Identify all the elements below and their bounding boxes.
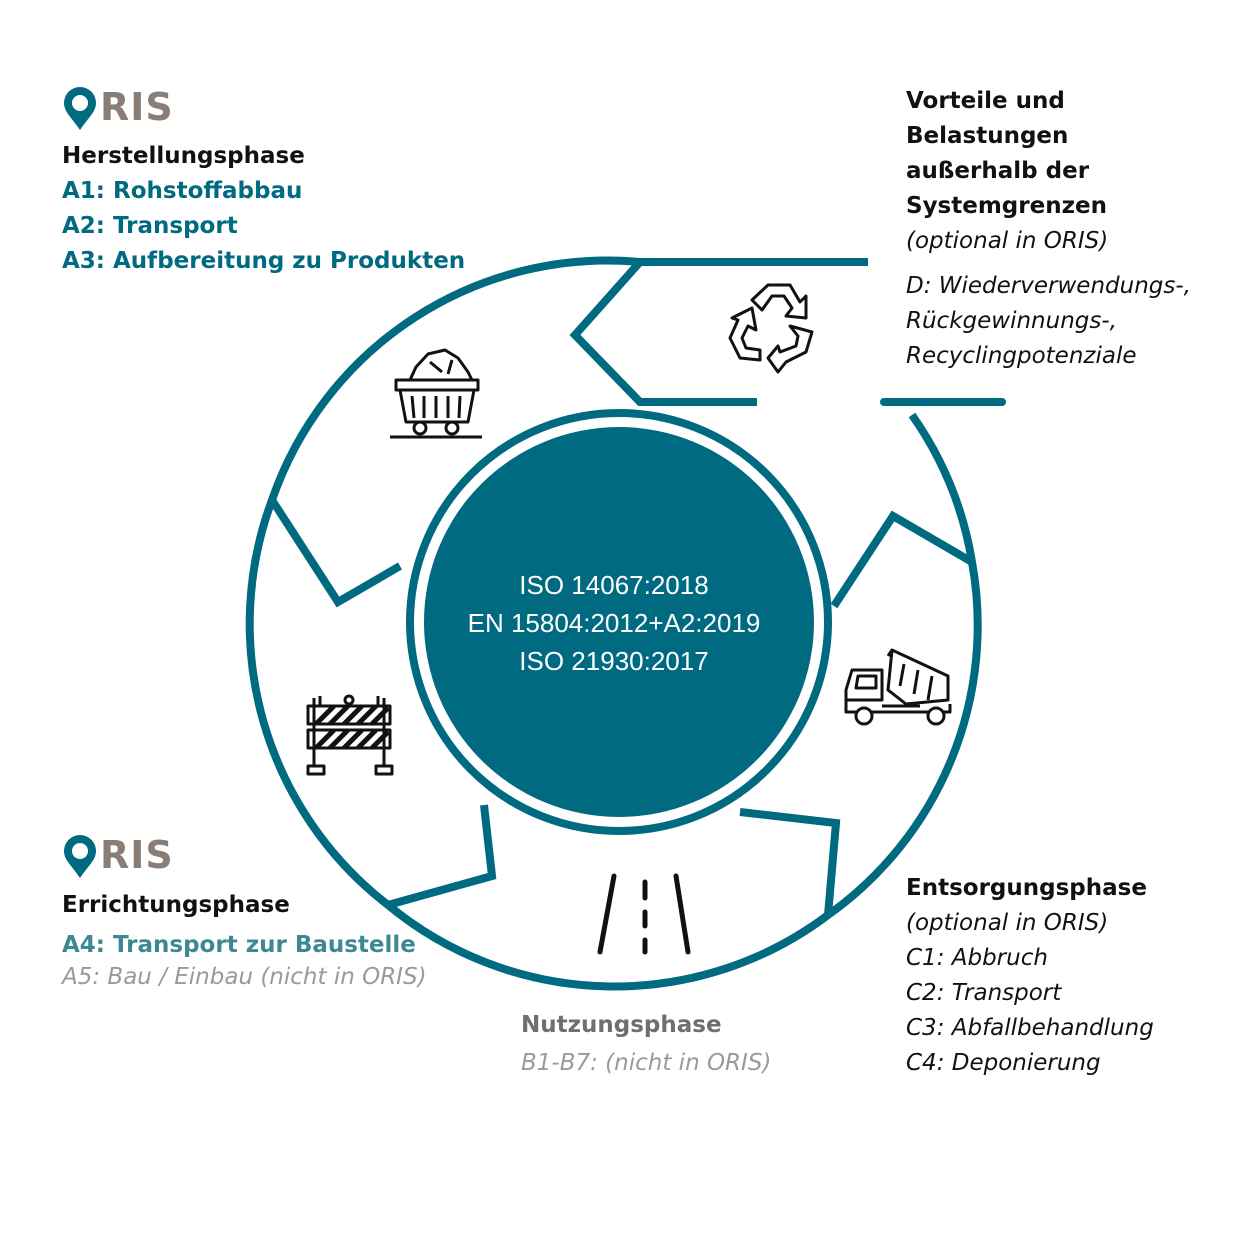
entsorgung-item-c3: C3: Abfallbehandlung [906, 1015, 1154, 1041]
errichtung-title: Errichtungsphase [62, 892, 290, 918]
logo-text: RIS [100, 833, 174, 877]
entsorgung-block: Entsorgungsphase (optional in ORIS) C1: … [906, 871, 1154, 1081]
ring-chevron-left [268, 497, 403, 608]
vorteile-d-3: Recyclingpotenziale [906, 343, 1137, 369]
ring-segment-lower-right [825, 561, 982, 919]
ring-chevron-bottom-right [739, 808, 841, 916]
road-icon [597, 873, 691, 955]
herstellung-block: Herstellungsphase A1: Rohstoffabbau A2: … [62, 139, 465, 279]
ring-chevron-bottom-left [386, 804, 497, 909]
herstellung-item-a2: A2: Transport [62, 213, 238, 239]
entsorgung-item-c4: C4: Deponierung [906, 1050, 1101, 1076]
vorteile-title-1: Vorteile und [906, 88, 1065, 114]
errichtung-a4: A4: Transport zur Baustelle [62, 932, 416, 958]
vorteile-title-4: Systemgrenzen [906, 193, 1107, 219]
oris-logo-top: RIS [64, 85, 174, 130]
mine-cart-icon [390, 348, 482, 439]
logo-text: RIS [100, 85, 174, 129]
herstellung-title: Herstellungsphase [62, 143, 305, 169]
ring-chevron-right [830, 510, 975, 609]
vorteile-d-2: Rückgewinnungs-, [906, 308, 1117, 334]
vorteile-title-3: außerhalb der [906, 158, 1090, 184]
entsorgung-title: Entsorgungsphase [906, 875, 1147, 901]
center-line-1: ISO 14067:2018 [519, 570, 708, 600]
herstellung-item-a1: A1: Rohstoffabbau [62, 178, 303, 204]
inner-ring [406, 409, 832, 835]
entsorgung-item-c2: C2: Transport [906, 980, 1062, 1006]
errichtung-a5: A5: Bau / Einbau (nicht in ORIS) [62, 964, 427, 990]
nutzung-sub: B1-B7: (nicht in ORIS) [521, 1050, 772, 1076]
oris-logo-bottom: RIS [64, 833, 174, 878]
ring-chevron-top [569, 259, 757, 406]
ring-segment-right [908, 412, 976, 563]
herstellung-item-a3: A3: Aufbereitung zu Produkten [62, 248, 466, 274]
entsorgung-optional: (optional in ORIS) [906, 910, 1109, 936]
center-circle [424, 427, 814, 817]
vorteile-optional: (optional in ORIS) [906, 228, 1109, 254]
nutzung-title: Nutzungsphase [521, 1012, 722, 1038]
dump-truck-icon [844, 648, 952, 726]
ring-segment-left [245, 498, 391, 909]
center-line-3: ISO 21930:2017 [519, 646, 708, 676]
ring-segment-top-left [268, 256, 868, 502]
entsorgung-item-c1: C1: Abbruch [906, 945, 1048, 971]
center-line-2: EN 15804:2012+A2:2019 [468, 608, 761, 638]
vorteile-title-2: Belastungen [906, 123, 1069, 149]
errichtung-block: Errichtungsphase A4: Transport zur Baust… [62, 888, 427, 995]
barrier-icon [306, 694, 394, 776]
ring-segment-bottom [385, 901, 831, 991]
nutzung-block: Nutzungsphase B1-B7: (nicht in ORIS) [521, 1008, 771, 1081]
recycle-icon [728, 283, 814, 374]
vorteile-block: Vorteile und Belastungen außerhalb der S… [906, 84, 1191, 374]
cycle-ring [245, 256, 1006, 991]
vorteile-d-1: D: Wiederverwendungs-, [906, 273, 1191, 299]
